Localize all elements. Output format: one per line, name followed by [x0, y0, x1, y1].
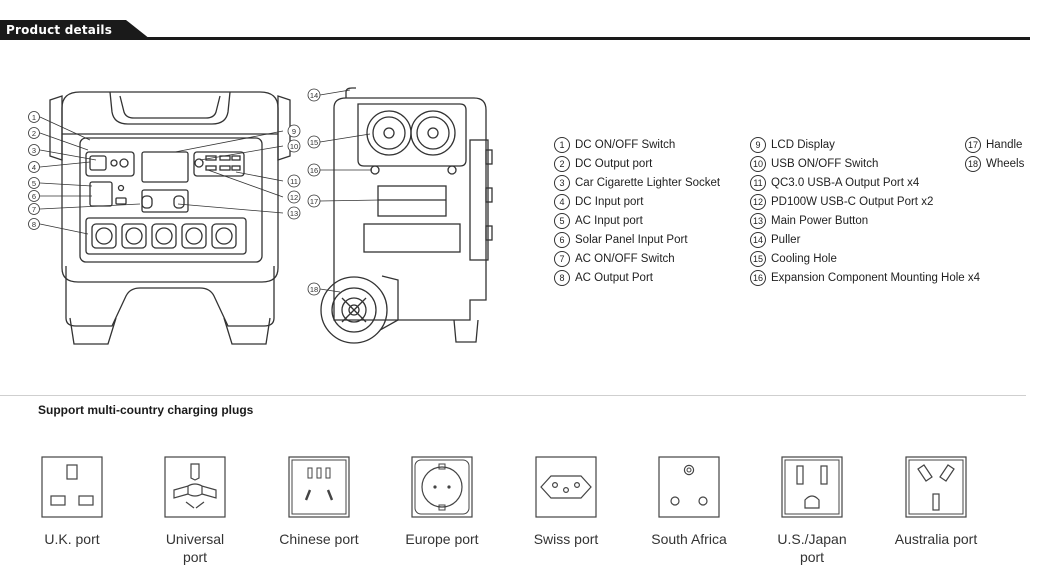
front-callout-1: 1 [32, 113, 36, 122]
europe-plug-label: Europe port [405, 531, 479, 547]
plugs-section-title: Support multi-country charging plugs [38, 403, 254, 417]
front-callout-4: 4 [32, 163, 36, 172]
front-callout-6: 6 [32, 192, 36, 201]
side-callout-17: 17 [310, 197, 318, 206]
section-header-tab [0, 20, 150, 39]
front-callout-8: 8 [32, 220, 36, 229]
south-africa-plug-label: South Africa [651, 531, 727, 547]
chinese-plug-label: Chinese port [279, 531, 359, 547]
universal-plug-icon [164, 456, 226, 518]
australia-plug-label: Australia port [894, 531, 978, 547]
swiss-plug-label: Swiss port [533, 531, 599, 547]
section-divider [0, 37, 1030, 40]
front-callout-11: 11 [290, 177, 298, 186]
side-callout-14: 14 [310, 91, 318, 100]
side-callout-18: 18 [310, 285, 318, 294]
swiss-plug-icon [535, 456, 597, 518]
uk-plug-icon [41, 456, 103, 518]
us-japan-plug-icon [781, 456, 843, 518]
front-callout-13: 13 [290, 209, 298, 218]
south-africa-plug-icon [658, 456, 720, 518]
front-callout-2: 2 [32, 129, 36, 138]
front-callout-3: 3 [32, 146, 36, 155]
europe-plug-icon [411, 456, 473, 518]
side-callout-15: 15 [310, 138, 318, 147]
front-callout-5: 5 [32, 179, 36, 188]
australia-plug-icon [905, 456, 967, 518]
front-callout-10: 10 [290, 142, 298, 151]
chinese-plug-icon [288, 456, 350, 518]
front-callout-7: 7 [32, 205, 36, 214]
front-callout-9: 9 [292, 127, 296, 136]
front-callout-12: 12 [290, 193, 298, 202]
plugs-divider [0, 395, 1026, 396]
section-title: Product details [6, 23, 113, 37]
side-callout-16: 16 [310, 166, 318, 175]
uk-plug-label: U.K. port [44, 531, 100, 547]
